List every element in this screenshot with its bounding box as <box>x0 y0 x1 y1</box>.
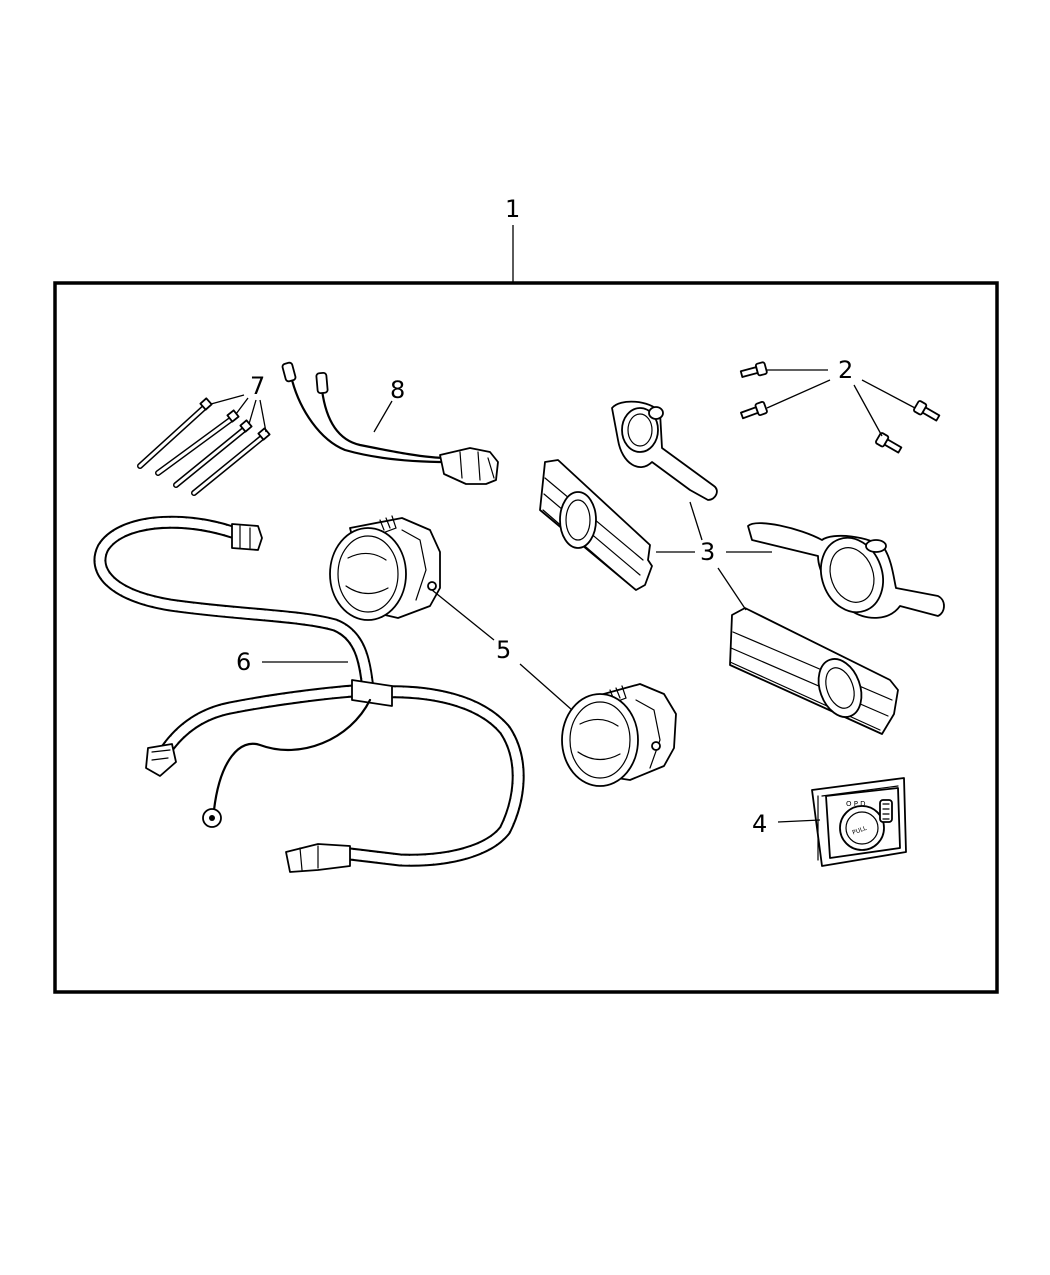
headlamp-switch: O P D PULL <box>811 777 907 867</box>
leader-2b <box>766 379 831 409</box>
leader-7c <box>248 399 257 425</box>
leader-7d <box>259 399 267 433</box>
leader-5b <box>519 663 573 711</box>
fog-lamp-grille-right <box>729 607 899 735</box>
callout-6: 6 <box>236 648 251 676</box>
fog-lamp-grille-left <box>539 459 653 591</box>
fog-lamp-bezel-right <box>747 522 945 619</box>
callout-3: 3 <box>700 538 715 566</box>
callout-7: 7 <box>250 372 265 400</box>
callout-4: 4 <box>752 810 767 838</box>
leader-2d <box>853 384 883 437</box>
leader-8 <box>373 400 393 433</box>
fog-lamp-lower <box>561 683 677 787</box>
fog-lamp-upper <box>329 515 441 621</box>
jumper-harness <box>281 361 499 485</box>
leader-4 <box>777 819 821 823</box>
leader-3d <box>717 567 747 611</box>
fog-lamp-bezel-upper <box>611 400 718 501</box>
kit-frame <box>53 281 999 994</box>
leader-2c <box>861 379 916 409</box>
callout-2: 2 <box>838 356 853 384</box>
leader-7b <box>235 397 249 415</box>
cable-ties <box>137 397 271 496</box>
callout-5: 5 <box>496 636 511 664</box>
leader-3b <box>689 501 703 541</box>
main-wiring-harness <box>93 515 525 873</box>
screws <box>739 361 941 454</box>
leader-7a <box>210 394 245 405</box>
leader-5a <box>431 589 495 641</box>
switch-mode-letters: O P D <box>846 800 866 808</box>
callout-1: 1 <box>505 195 520 223</box>
switch-knob-label: PULL <box>851 825 868 837</box>
callout-8: 8 <box>390 376 405 404</box>
